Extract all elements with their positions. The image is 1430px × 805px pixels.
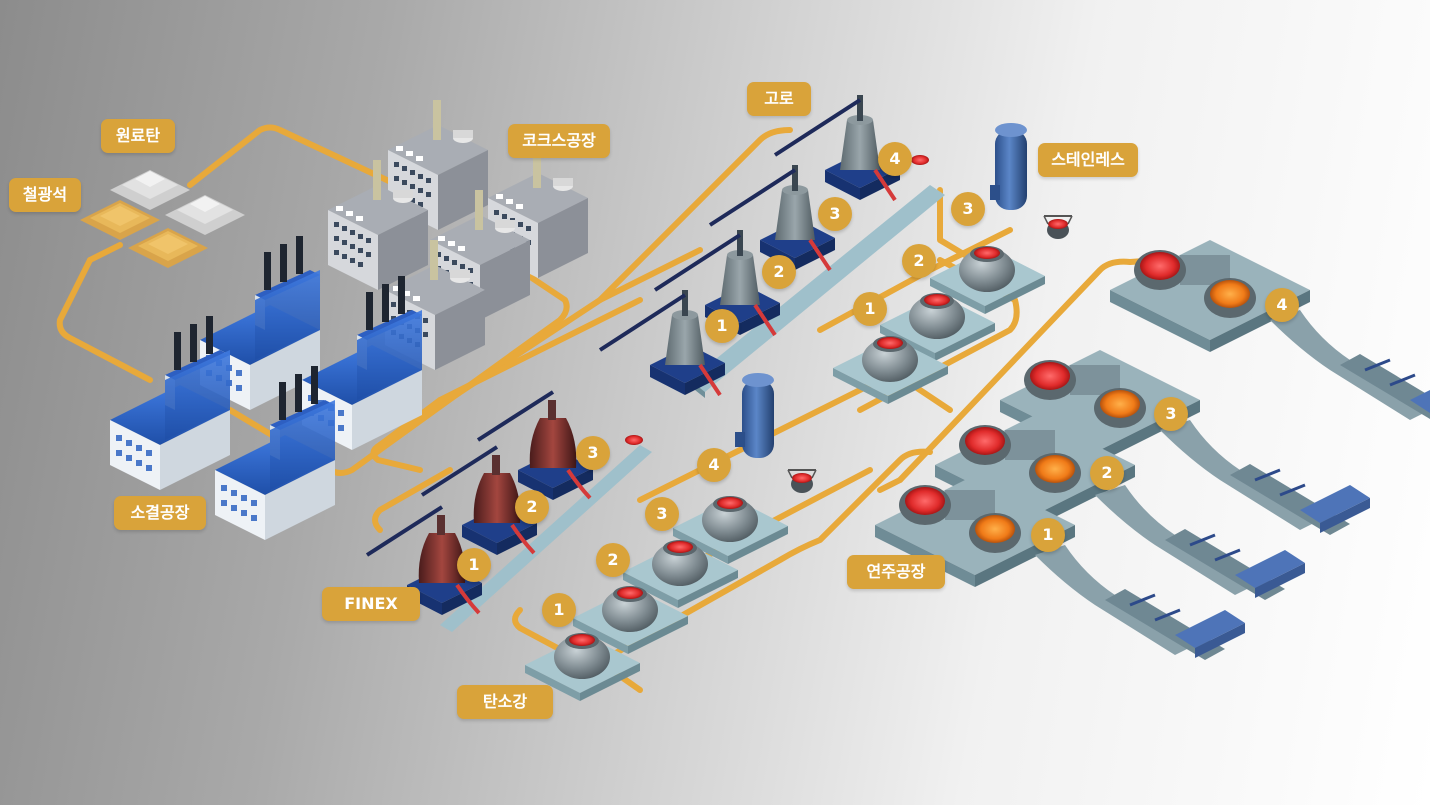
casting-number-2: 2	[1090, 456, 1124, 490]
blast-furnace-units	[598, 93, 945, 398]
label-continuous-casting: 연주공장	[847, 555, 945, 589]
finex-number-3: 3	[576, 436, 610, 470]
finex-units	[365, 390, 652, 632]
label-coke-plant: 코크스공장	[508, 124, 610, 158]
carbon-converter-number-4: 4	[697, 448, 731, 482]
blast-furnace-number-1: 1	[705, 309, 739, 343]
label-carbon-steel: 탄소강	[457, 685, 553, 719]
label-blast-furnace: 고로	[747, 82, 811, 116]
stainless-converter-number-1: 1	[853, 292, 887, 326]
casting-number-3: 3	[1154, 397, 1188, 431]
finex-number-1: 1	[457, 548, 491, 582]
carbon-converter-number-1: 1	[542, 593, 576, 627]
label-finex: FINEX	[322, 587, 420, 621]
blast-furnace-number-3: 3	[818, 197, 852, 231]
label-stainless: 스테인레스	[1038, 143, 1138, 177]
casting-number-1: 1	[1031, 518, 1065, 552]
stainless-converter-number-3: 3	[951, 192, 985, 226]
blast-furnace-number-2: 2	[762, 255, 796, 289]
label-iron-ore: 철광석	[9, 178, 81, 212]
stainless-converter-number-2: 2	[902, 244, 936, 278]
carbon-converter-number-2: 2	[596, 543, 630, 577]
raw-material-piles	[80, 170, 245, 268]
label-sinter-plant: 소결공장	[114, 496, 206, 530]
casting-number-4: 4	[1265, 288, 1299, 322]
finex-number-2: 2	[515, 490, 549, 524]
blast-furnace-number-4: 4	[878, 142, 912, 176]
stainless-equipment	[735, 123, 1073, 494]
carbon-converter-number-3: 3	[645, 497, 679, 531]
label-raw-coal: 원료탄	[101, 119, 175, 153]
